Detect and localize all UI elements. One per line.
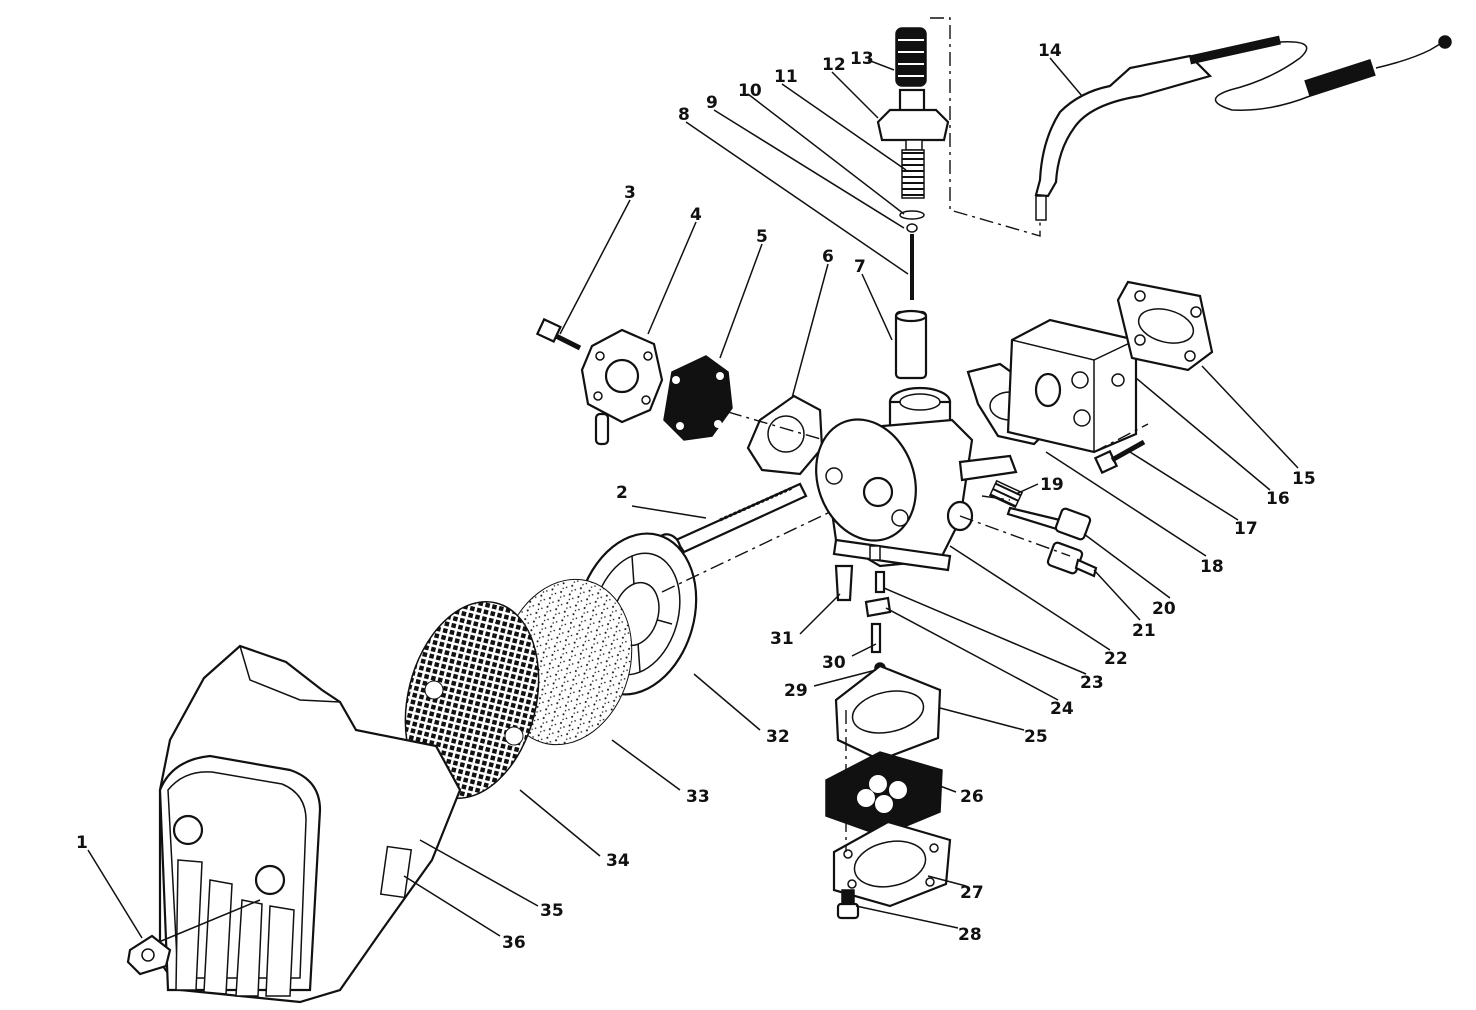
leader-lines <box>87 57 1299 939</box>
intake-gasket-part <box>1116 280 1214 372</box>
metering-diaphragm-part <box>825 751 943 837</box>
callout-16: 16 <box>1266 489 1290 509</box>
callout-34: 34 <box>606 851 630 871</box>
pump-gasket-part <box>746 394 824 476</box>
callout-21: 21 <box>1132 621 1156 641</box>
callout-36: 36 <box>502 933 526 953</box>
callout-28: 28 <box>958 925 982 945</box>
callout-12: 12 <box>822 55 846 75</box>
low-speed-needle-part <box>1006 506 1092 541</box>
callout-31: 31 <box>770 629 794 649</box>
callout-18: 18 <box>1200 557 1224 577</box>
air-filter-cover-part <box>158 644 462 1004</box>
cap-knob-part <box>895 27 927 87</box>
callout-23: 23 <box>1080 673 1104 693</box>
throttle-spring-part <box>901 149 925 199</box>
inlet-needle-part <box>834 564 854 602</box>
callout-33: 33 <box>686 787 710 807</box>
callout-1: 1 <box>76 833 88 853</box>
throttle-slide-part <box>894 309 928 380</box>
throttle-cable-part <box>1034 35 1452 221</box>
callout-11: 11 <box>774 67 798 87</box>
callout-14: 14 <box>1038 41 1062 61</box>
decal-part <box>379 845 413 899</box>
spacer-block-part <box>1006 318 1138 454</box>
callout-20: 20 <box>1152 599 1176 619</box>
callout-32: 32 <box>766 727 790 747</box>
callout-7: 7 <box>854 257 866 277</box>
callout-10: 10 <box>738 81 762 101</box>
callout-27: 27 <box>960 883 984 903</box>
callout-26: 26 <box>960 787 984 807</box>
callout-17: 17 <box>1234 519 1258 539</box>
pump-cover-part <box>580 328 664 446</box>
callout-5: 5 <box>756 227 768 247</box>
callout-22: 22 <box>1104 649 1128 669</box>
adjust-spring-part <box>988 479 1024 509</box>
callout-19: 19 <box>1040 475 1064 495</box>
carburetor-body-part <box>815 386 1018 572</box>
callout-3: 3 <box>624 183 636 203</box>
callout-15: 15 <box>1292 469 1316 489</box>
callout-35: 35 <box>540 901 564 921</box>
callout-25: 25 <box>1024 727 1048 747</box>
callout-8: 8 <box>678 105 690 125</box>
cover-bolt-part <box>126 899 261 976</box>
callout-2: 2 <box>616 483 628 503</box>
callout-13: 13 <box>850 49 874 69</box>
callout-4: 4 <box>690 205 702 225</box>
mounting-screw-part <box>1093 439 1146 475</box>
callout-29: 29 <box>784 681 808 701</box>
metering-lever-part <box>864 596 892 618</box>
pump-screw-part <box>535 317 582 351</box>
lever-pin-part <box>874 570 886 594</box>
high-speed-needle-part <box>1046 541 1098 578</box>
callout-9: 9 <box>706 93 718 113</box>
callout-labels: 1 2 3 4 5 6 7 8 9 10 11 12 13 14 15 16 1… <box>76 41 1316 953</box>
metering-gasket-part <box>834 664 942 762</box>
pump-diaphragm-part <box>663 355 733 441</box>
callout-30: 30 <box>822 653 846 673</box>
callout-6: 6 <box>822 247 834 267</box>
metering-cover-part <box>832 820 952 908</box>
metering-pin-part <box>870 622 882 654</box>
callout-24: 24 <box>1050 699 1074 719</box>
cover-screw-part <box>836 889 860 920</box>
mixing-chamber-cap-part <box>876 88 950 151</box>
needle-clip-part <box>899 210 925 233</box>
